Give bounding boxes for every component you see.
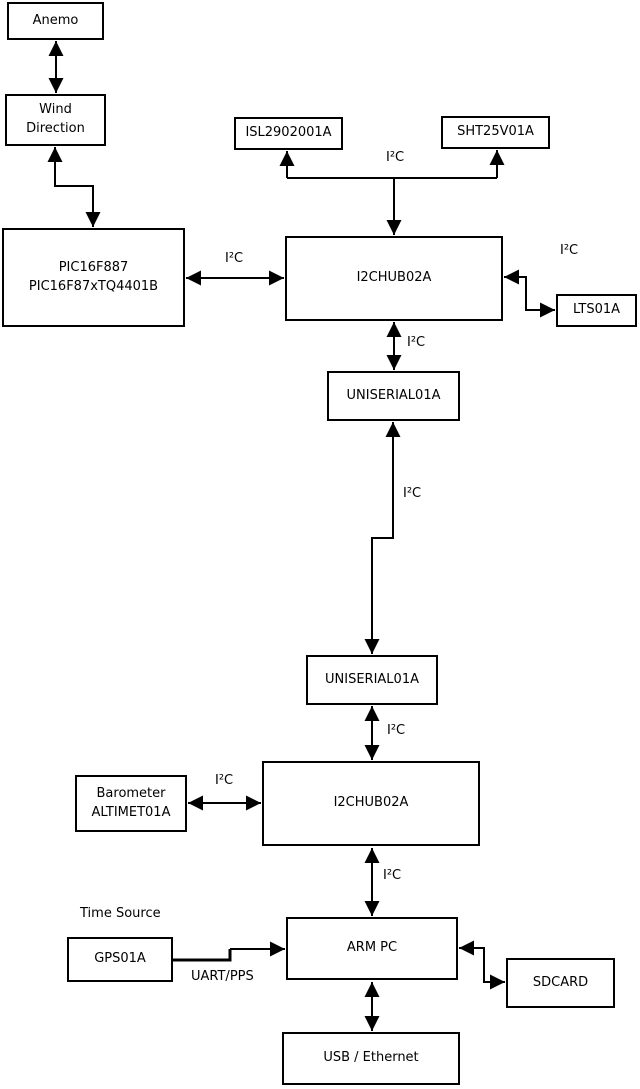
edge-label-uart-pps: UART/PPS xyxy=(191,969,254,984)
edge-armpc-sdcard xyxy=(459,940,505,990)
node-usb-ethernet: USB / Ethernet xyxy=(282,1032,460,1085)
edge-label-i2c-hub1-uniserial1: I²C xyxy=(407,335,426,350)
node-sdcard: SDCARD xyxy=(506,958,615,1008)
node-i2c-hub-2: I2CHUB02A xyxy=(262,761,480,846)
node-i2c-hub-1: I2CHUB02A xyxy=(285,236,503,321)
node-barometer: Barometer ALTIMET01A xyxy=(75,775,187,832)
node-sdcard-label: SDCARD xyxy=(532,974,589,990)
node-i2c-hub-2-label: I2CHUB02A xyxy=(333,795,409,811)
node-wind-direction: Wind Direction xyxy=(5,94,106,146)
node-uniserial-2-label: UNISERIAL01A xyxy=(325,671,419,687)
edge-uniserial1-uniserial2 xyxy=(364,422,401,654)
node-pic-controller-label: PIC16F887 PIC16F87xTQ4401B xyxy=(28,259,159,294)
node-anemo-label: Anemo xyxy=(32,12,79,28)
edge-label-i2c-top-bus: I²C xyxy=(386,150,405,165)
node-gps-label: GPS01A xyxy=(94,951,146,967)
edge-label-i2c-uniserial2-hub2: I²C xyxy=(387,723,406,738)
edge-gps-armpc-stub xyxy=(172,949,232,962)
edge-label-i2c-pic-hub1: I²C xyxy=(225,251,244,266)
node-sht-sensor-label: SHT25V01A xyxy=(457,124,534,140)
node-uniserial-2: UNISERIAL01A xyxy=(306,655,438,705)
node-uniserial-1-label: UNISERIAL01A xyxy=(346,387,441,403)
node-i2c-hub-1-label: I2CHUB02A xyxy=(356,270,432,286)
node-uniserial-1: UNISERIAL01A xyxy=(327,371,460,421)
node-gps: GPS01A xyxy=(67,937,173,982)
node-isl-sensor: ISL2902001A xyxy=(234,117,343,150)
node-usb-ethernet-label: USB / Ethernet xyxy=(323,1050,419,1066)
node-lts-sensor-label: LTS01A xyxy=(572,302,621,318)
node-pic-controller: PIC16F887 PIC16F87xTQ4401B xyxy=(2,228,185,327)
edge-label-i2c-hub2-armpc: I²C xyxy=(383,868,402,883)
edge-wind-direction-pic xyxy=(47,147,101,227)
node-sht-sensor: SHT25V01A xyxy=(441,116,550,149)
node-arm-pc: ARM PC xyxy=(286,917,458,980)
edge-label-i2c-uniserial1-uniserial2: I²C xyxy=(403,486,422,501)
node-barometer-label: Barometer ALTIMET01A xyxy=(91,785,171,820)
annotation-time-source: Time Source xyxy=(80,906,161,921)
node-anemo: Anemo xyxy=(7,2,104,40)
node-arm-pc-label: ARM PC xyxy=(346,940,398,956)
node-isl-sensor-label: ISL2902001A xyxy=(245,125,332,141)
node-wind-direction-label: Wind Direction xyxy=(26,102,85,136)
edge-hub1-lts xyxy=(504,269,555,318)
node-lts-sensor: LTS01A xyxy=(556,294,637,327)
edge-label-i2c-hub1-lts: I²C xyxy=(560,243,579,258)
edge-label-i2c-barometer-hub2: I²C xyxy=(215,773,234,788)
